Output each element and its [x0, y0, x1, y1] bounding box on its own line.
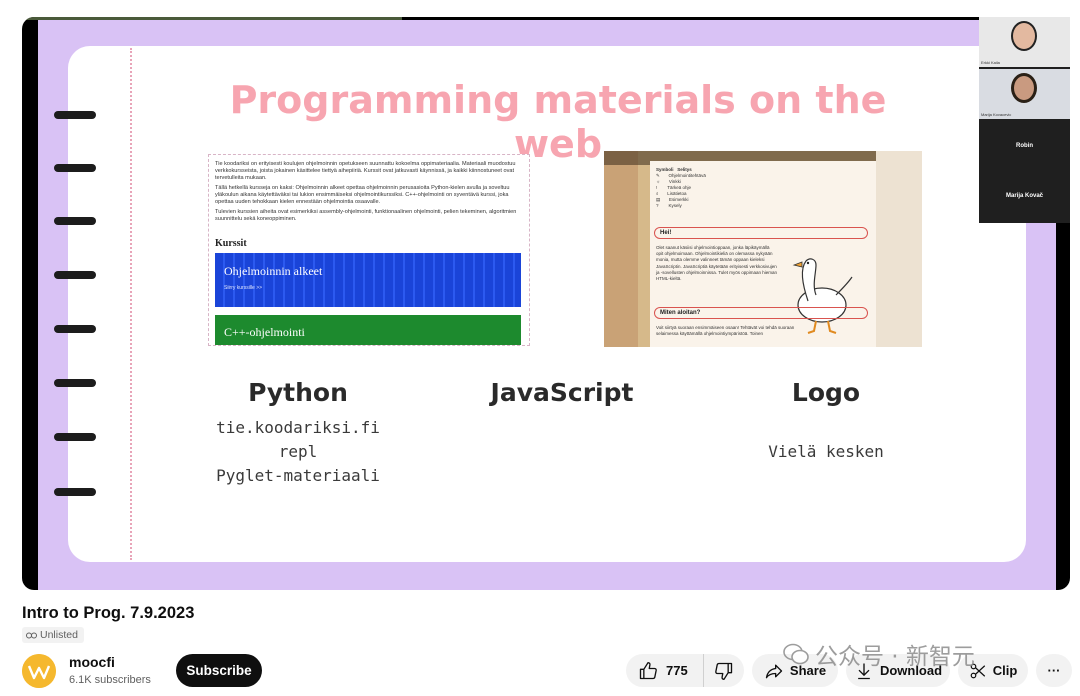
- intro-paragraph: Tulevien kurssien aiheita ovat esimerkik…: [215, 209, 517, 222]
- download-icon: [858, 663, 870, 679]
- notebook-ring: [46, 161, 96, 175]
- progress-indicator: [22, 17, 402, 20]
- symbol-row: Vinkki: [668, 179, 681, 184]
- hei-text: Olet saanut käsiisi ohjelmointioppaan, j…: [656, 245, 778, 282]
- example-icon: ▤: [656, 197, 661, 202]
- presentation-slide: Programming materials on the web Tie koo…: [38, 20, 1056, 590]
- like-count: 775: [666, 663, 688, 678]
- moocfi-logo-icon: [22, 654, 56, 688]
- javascript-guide-screenshot: Symboli Selitys ✎ Ohjelmointitehtävä ☼ V…: [604, 151, 922, 347]
- notebook-ring: [46, 322, 96, 336]
- intro-paragraph: Tällä hetkellä kursseja on kaksi: Ohjelm…: [215, 185, 510, 205]
- column-title-javascript: JavaScript: [490, 378, 634, 407]
- exclamation-icon: !: [656, 185, 658, 190]
- link-icon: [26, 632, 37, 638]
- participant-gallery: Erkki Kaila Marija Kovacevic Robin Marij…: [979, 17, 1070, 223]
- column-title-logo: Logo: [791, 378, 861, 407]
- channel-avatar[interactable]: [22, 654, 56, 688]
- notebook-ring: [46, 268, 96, 282]
- background-illustration: [876, 151, 922, 347]
- background-illustration: [604, 151, 638, 347]
- watermark-text: 公众号 · 新智元: [815, 644, 975, 670]
- more-actions-button[interactable]: ···: [1036, 654, 1072, 687]
- video-player[interactable]: Programming materials on the web Tie koo…: [22, 17, 1070, 590]
- resource-line: tie.koodariksi.fi: [216, 418, 380, 437]
- share-arrow-icon: [765, 664, 783, 678]
- visibility-badge: Unlisted: [22, 627, 84, 643]
- participant-name: Marija Kovacevic: [981, 112, 1012, 117]
- python-resources: tie.koodariksi.fi repl Pyglet-materiaali: [198, 416, 398, 488]
- notebook-ring: [46, 108, 96, 122]
- clip-label: Clip: [992, 663, 1018, 678]
- share-label: Share: [789, 663, 827, 678]
- miten-text: Voit siirtyä suoraan ensimmäiseen osaan!…: [656, 325, 795, 337]
- more-icon: ···: [1047, 663, 1061, 678]
- magnifier-icon: ⌕: [656, 191, 659, 196]
- participant-tile: Marija Kovacevic: [979, 69, 1070, 119]
- symbol-row: Kysely: [668, 203, 682, 208]
- download-label: Download: [879, 663, 943, 678]
- wechat-icon: [783, 643, 809, 665]
- question-icon: ?: [656, 203, 659, 208]
- resource-line: Pyglet-materiaali: [216, 466, 380, 485]
- dislike-button[interactable]: [704, 654, 744, 687]
- participant-name: Marija Kovač: [1005, 193, 1044, 199]
- explanation-col-header: Selitys: [677, 167, 692, 172]
- course-card-python: Ohjelmoinnin alkeet Siirry kurssille >>: [215, 253, 521, 307]
- participant-name: Robin: [1016, 143, 1033, 149]
- participant-name: Erkki Kaila: [981, 60, 1000, 65]
- symbol-table: Symboli Selitys ✎ Ohjelmointitehtävä ☼ V…: [656, 167, 706, 209]
- bulb-icon: ☼: [656, 179, 661, 184]
- symbol-row: Esimerkki: [669, 197, 689, 202]
- koodariksi-screenshot: Tie koodariksi on erityisesti koulujen o…: [208, 154, 530, 346]
- video-title: Intro to Prog. 7.9.2023: [22, 604, 195, 622]
- logo-resources: Vielä kesken: [726, 440, 926, 464]
- like-dislike-group: 775: [626, 654, 744, 687]
- course-name: C++-ohjelmointi: [224, 325, 305, 339]
- intro-paragraph: Tie koodariksi on erityisesti koulujen o…: [215, 161, 516, 181]
- symbol-row: Ohjelmointitehtävä: [668, 173, 706, 178]
- pencil-icon: ✎: [656, 173, 660, 178]
- goose-illustration: [792, 258, 853, 334]
- slide-title: Programming materials on the web: [229, 78, 887, 166]
- symbol-row: Lisätietoa: [667, 191, 687, 196]
- download-button[interactable]: Download: [846, 654, 950, 687]
- share-button[interactable]: Share: [752, 654, 838, 687]
- scissors-icon: [970, 663, 985, 678]
- course-name: Ohjelmoinnin alkeet: [224, 264, 323, 278]
- notebook-ring: [46, 485, 96, 499]
- symbol-row: Tärkeä ohje: [667, 185, 692, 190]
- participant-tile: Erkki Kaila: [979, 17, 1070, 67]
- participant-video: [1011, 21, 1037, 51]
- notebook-margin-line: [130, 48, 132, 560]
- wechat-watermark: 公众号 · 新智元: [783, 637, 975, 671]
- clip-button[interactable]: Clip: [958, 654, 1028, 687]
- visibility-label: Unlisted: [40, 629, 78, 641]
- resource-line: repl: [278, 442, 318, 461]
- course-card-cpp: C++-ohjelmointi: [215, 315, 521, 345]
- thumbs-up-icon: [639, 661, 657, 679]
- column-title-python: Python: [248, 378, 348, 407]
- participant-tile: Robin: [979, 121, 1070, 171]
- like-button[interactable]: 775: [626, 654, 704, 687]
- notebook-ring: [46, 376, 96, 390]
- intro-text: Tie koodariksi on erityisesti koulujen o…: [215, 161, 525, 226]
- subscriber-count: 6.1K subscribers: [69, 674, 151, 686]
- subscribe-button[interactable]: Subscribe: [176, 654, 262, 687]
- thumbs-down-icon: [715, 662, 733, 680]
- symbol-col-header: Symboli: [656, 167, 674, 172]
- course-link: Siirry kurssille >>: [224, 285, 263, 291]
- hei-heading: Hei!: [654, 227, 868, 239]
- courses-heading: Kurssit: [215, 238, 247, 249]
- guide-panel: Symboli Selitys ✎ Ohjelmointitehtävä ☼ V…: [650, 161, 876, 347]
- miten-heading: Miten aloitan?: [654, 307, 868, 319]
- participant-video: [1011, 73, 1037, 103]
- resource-line: Vielä kesken: [768, 442, 884, 461]
- notebook-ring: [46, 430, 96, 444]
- channel-name[interactable]: moocfi: [69, 654, 115, 670]
- participant-tile: Marija Kovač: [979, 173, 1070, 223]
- notebook-ring: [46, 214, 96, 228]
